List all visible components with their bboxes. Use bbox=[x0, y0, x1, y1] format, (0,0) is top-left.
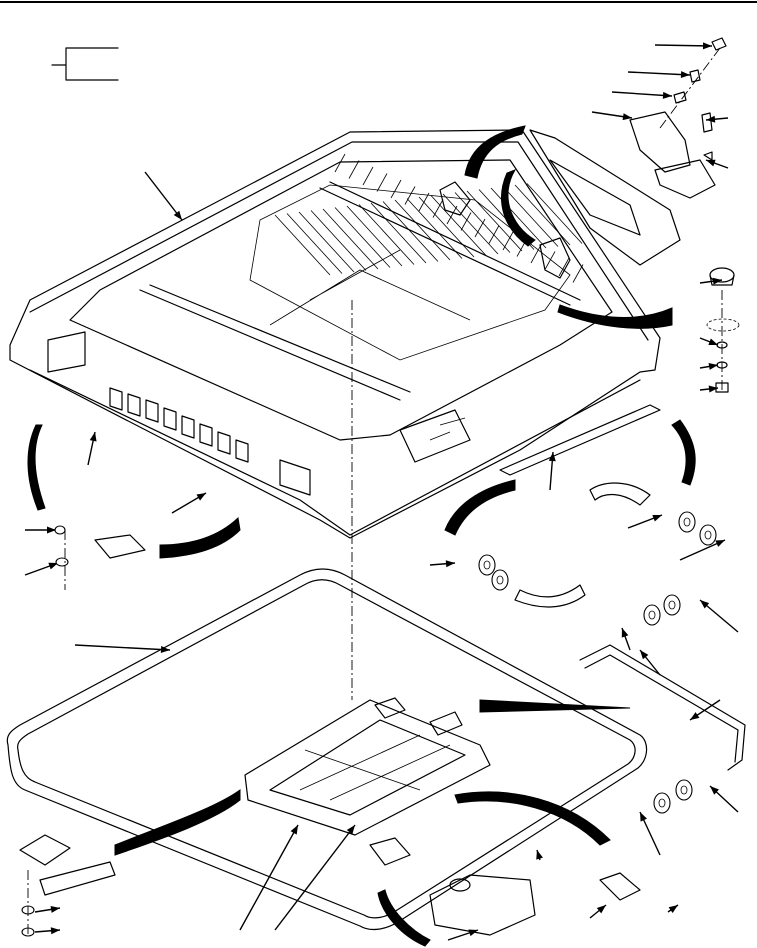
rear-rib bbox=[418, 192, 430, 212]
rear-rib bbox=[432, 199, 444, 218]
rear-rib bbox=[334, 153, 346, 173]
roof-rib bbox=[310, 210, 367, 271]
leader-arrowhead bbox=[715, 540, 725, 547]
roof-rib bbox=[406, 198, 463, 259]
hinge-bracket-assembly bbox=[439, 111, 716, 279]
roof-ribs bbox=[274, 153, 584, 283]
leader-line bbox=[239, 824, 299, 931]
leader-arrowhead bbox=[640, 650, 649, 660]
rear-rib bbox=[460, 212, 472, 231]
leader-arrowhead bbox=[706, 115, 716, 123]
leader-line bbox=[144, 171, 183, 221]
bracket-reference-mark bbox=[51, 47, 119, 81]
leader-line bbox=[611, 91, 673, 97]
leader-arrowhead bbox=[290, 825, 298, 835]
gasket-frame bbox=[6, 568, 648, 931]
leader-arrowhead bbox=[47, 526, 56, 534]
roof-rib bbox=[394, 199, 451, 261]
roof-rib bbox=[442, 193, 499, 255]
leader-arrowhead bbox=[536, 850, 543, 860]
roof-rib bbox=[418, 196, 475, 258]
latch-brackets bbox=[19, 534, 641, 936]
roof-rib bbox=[454, 192, 511, 253]
rear-rib bbox=[376, 173, 388, 192]
leader-arrowhead bbox=[690, 712, 700, 720]
support-rod-right bbox=[499, 404, 746, 771]
leader-arrowhead bbox=[48, 562, 58, 570]
roof-rib bbox=[274, 214, 331, 276]
roof-rib bbox=[346, 205, 403, 267]
leader-arrowhead bbox=[708, 385, 718, 393]
leader-arrowhead bbox=[702, 42, 712, 50]
leader-arrowhead bbox=[708, 338, 718, 345]
rear-rib bbox=[474, 218, 486, 238]
roof-rib bbox=[430, 195, 487, 256]
rear-rib bbox=[446, 205, 458, 225]
rear-rib bbox=[390, 179, 402, 199]
roof-rib bbox=[466, 190, 523, 252]
leader-arrowhead bbox=[622, 113, 632, 121]
leader-line bbox=[654, 44, 713, 47]
leader-arrowhead bbox=[700, 600, 710, 609]
leader-arrowhead bbox=[89, 432, 97, 442]
leader-arrowhead bbox=[50, 927, 60, 935]
leader-arrowhead bbox=[680, 71, 690, 79]
rear-rib bbox=[488, 225, 500, 244]
leader-arrowhead bbox=[668, 905, 678, 914]
leader-arrows bbox=[24, 42, 739, 941]
rear-rib bbox=[404, 186, 416, 205]
roof-rib bbox=[334, 207, 391, 268]
side-vent-slots bbox=[109, 387, 249, 463]
leader-line bbox=[627, 71, 691, 76]
roof-rib bbox=[298, 211, 355, 273]
leader-arrowhead bbox=[621, 628, 629, 638]
leader-line bbox=[74, 644, 171, 651]
leader-arrowhead bbox=[712, 277, 722, 285]
leader-arrowhead bbox=[50, 905, 60, 913]
roof-rib bbox=[322, 208, 379, 270]
rear-rib bbox=[348, 160, 360, 179]
leader-arrowhead bbox=[662, 91, 672, 99]
leader-arrowhead bbox=[710, 786, 719, 795]
roof-rib bbox=[502, 186, 559, 247]
leader-arrowhead bbox=[173, 210, 182, 220]
hatch-panel bbox=[244, 697, 491, 836]
washer-pin-sets bbox=[21, 511, 717, 937]
leader-arrowhead bbox=[196, 493, 206, 501]
callout-curved-arrows bbox=[27, 125, 696, 947]
leader-arrowhead bbox=[445, 560, 455, 568]
leader-line bbox=[274, 824, 356, 931]
leader-arrowhead bbox=[596, 905, 606, 914]
leader-arrowhead bbox=[706, 159, 716, 167]
leader-arrowhead bbox=[708, 363, 718, 370]
rear-rib bbox=[502, 231, 514, 251]
rear-rib bbox=[544, 251, 556, 270]
roof-rib bbox=[490, 187, 547, 249]
roof-rib bbox=[370, 202, 427, 264]
leader-arrowhead bbox=[652, 514, 662, 522]
roof-rib bbox=[286, 213, 343, 274]
roof-cover-assembly bbox=[9, 129, 661, 539]
leader-arrowhead bbox=[346, 825, 355, 835]
rear-rib bbox=[558, 257, 570, 277]
rear-rib bbox=[572, 264, 584, 283]
roof-rib bbox=[358, 204, 415, 265]
roof-rib bbox=[526, 183, 583, 244]
fastener-stack-right bbox=[659, 37, 740, 393]
rear-rib bbox=[362, 166, 374, 186]
roof-rib bbox=[514, 184, 571, 246]
rear-rib bbox=[530, 244, 542, 264]
leader-arrowhead bbox=[640, 812, 647, 822]
